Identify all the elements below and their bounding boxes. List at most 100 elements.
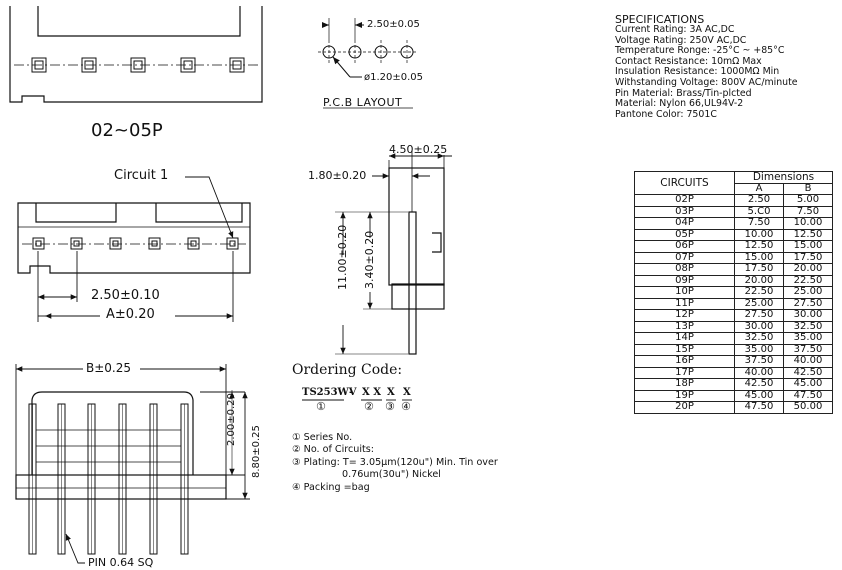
spec-line: Pantone Color: 7501C (615, 108, 717, 120)
cell-dim-a: 15.00 (734, 251, 784, 264)
cell-dim-b: 32.50 (783, 320, 833, 333)
cell-dim-a: 10.00 (734, 228, 784, 241)
cell-circuits: 12P (634, 309, 735, 322)
cell-dim-a: 35.00 (734, 343, 784, 356)
cell-dim-b: 30.00 (783, 309, 833, 322)
cell-dim-b: 35.00 (783, 332, 833, 345)
spec-line: Material: Nylon 66,UL94V-2 (615, 98, 744, 110)
cell-circuits: 18P (634, 378, 735, 391)
header-dimensions: Dimensions (734, 171, 833, 184)
spec-line: Voltage Rating: 250V AC,DC (615, 34, 747, 46)
cell-dim-b: 17.50 (783, 251, 833, 264)
bottom-view-pins (28, 403, 189, 555)
cell-circuits: 20P (634, 401, 735, 414)
cell-circuits: 17P (634, 366, 735, 379)
cell-circuits: 16P (634, 355, 735, 368)
side-height-total: 11.00±0.20 (336, 224, 349, 290)
note-plating-cont: 0.76um(30u") Nickel (342, 469, 441, 481)
dim-2-00: 2.00±0.20 (226, 393, 237, 446)
ordering-packing-code: X (403, 387, 411, 398)
cell-circuits: 04P (634, 217, 735, 230)
cell-circuits: 19P (634, 389, 735, 402)
cell-dim-a: 5.C0 (734, 205, 784, 218)
ordering-marker-3: ③ (385, 400, 395, 413)
header-a: A (734, 182, 784, 195)
ordering-notes: ① Series No. ② No. of Circuits: ③ Platin… (292, 432, 498, 494)
front-view-housing (17, 202, 251, 274)
cell-circuits: 03P (634, 205, 735, 218)
dim-b: B±0.25 (86, 361, 132, 375)
dim-8-80: 8.80±0.25 (251, 425, 262, 478)
bottom-view-housing (15, 391, 227, 500)
cell-dim-a: 40.00 (734, 366, 784, 379)
front-view-dimensions (37, 176, 234, 322)
spec-line: Temperature Ronge: -25°C ~ +85°C (615, 45, 785, 57)
cell-circuits: 09P (634, 274, 735, 287)
ordering-marker-1: ① (316, 400, 326, 413)
side-offset-dim: 1.80±0.20 (308, 169, 367, 182)
header-circuits: CIRCUITS (634, 171, 735, 195)
cell-dim-b: 5.00 (783, 194, 833, 207)
cell-circuits: 06P (634, 240, 735, 253)
ordering-plating-code: X (387, 387, 395, 398)
cell-circuits: 05P (634, 228, 735, 241)
cell-dim-a: 20.00 (734, 274, 784, 287)
front-pitch-dim: 2.50±0.10 (91, 288, 160, 303)
cell-dim-b: 25.00 (783, 286, 833, 299)
cell-dim-b: 10.00 (783, 217, 833, 230)
cell-dim-a: 7.50 (734, 217, 784, 230)
spec-line: Pin Material: Brass/Tin-plcted (615, 87, 752, 99)
cell-dim-b: 12.50 (783, 228, 833, 241)
side-width-dim: 4.50±0.25 (389, 143, 448, 156)
ordering-marker-2: ② (364, 400, 374, 413)
cell-dim-b: 20.00 (783, 263, 833, 276)
cell-dim-b: 37.50 (783, 343, 833, 356)
top-view-housing (9, 6, 263, 103)
side-height-upper: 3.40±0.20 (363, 230, 376, 289)
note-packing: ④ Packing =bag (292, 481, 370, 493)
cell-dim-a: 32.50 (734, 332, 784, 345)
ordering-separator: - (349, 387, 354, 398)
note-plating: ③ Plating: T= 3.05μm(120u") Min. Tin ove… (292, 456, 498, 468)
cell-dim-a: 25.00 (734, 297, 784, 310)
cell-dim-a: 42.50 (734, 378, 784, 391)
cell-dim-a: 27.50 (734, 309, 784, 322)
spec-line: Insulation Resistance: 1000MΩ Min (615, 66, 780, 78)
spec-line: Withstanding Voltage: 800V AC/minute (615, 76, 798, 88)
pcb-hole-dim: ø1.20±0.05 (364, 72, 424, 83)
specifications: SPECIFICATIONS Current Rating: 3A AC,DC … (615, 14, 798, 120)
cell-dim-a: 2.50 (734, 194, 784, 207)
side-view-dimensions (335, 153, 452, 355)
cell-circuits: 07P (634, 251, 735, 264)
cell-dim-a: 12.50 (734, 240, 784, 253)
dim-a: A±0.20 (106, 307, 155, 322)
ordering-marker-4: ④ (401, 400, 411, 413)
note-circuits: ② No. of Circuits: (292, 444, 375, 456)
cell-circuits: 15P (634, 343, 735, 356)
front-view-pins (32, 237, 239, 250)
top-view-label: 02~05P (91, 120, 163, 141)
cell-dim-a: 37.50 (734, 355, 784, 368)
spec-line: Contact Resistance: 10mΩ Max (615, 55, 762, 67)
bottom-view-dimensions (15, 364, 250, 564)
pin-size-label: PIN 0.64 SQ (88, 556, 154, 569)
ordering-circuits-code: X X (362, 387, 381, 398)
specifications-heading: SPECIFICATIONS (615, 13, 705, 26)
cell-dim-b: 22.50 (783, 274, 833, 287)
